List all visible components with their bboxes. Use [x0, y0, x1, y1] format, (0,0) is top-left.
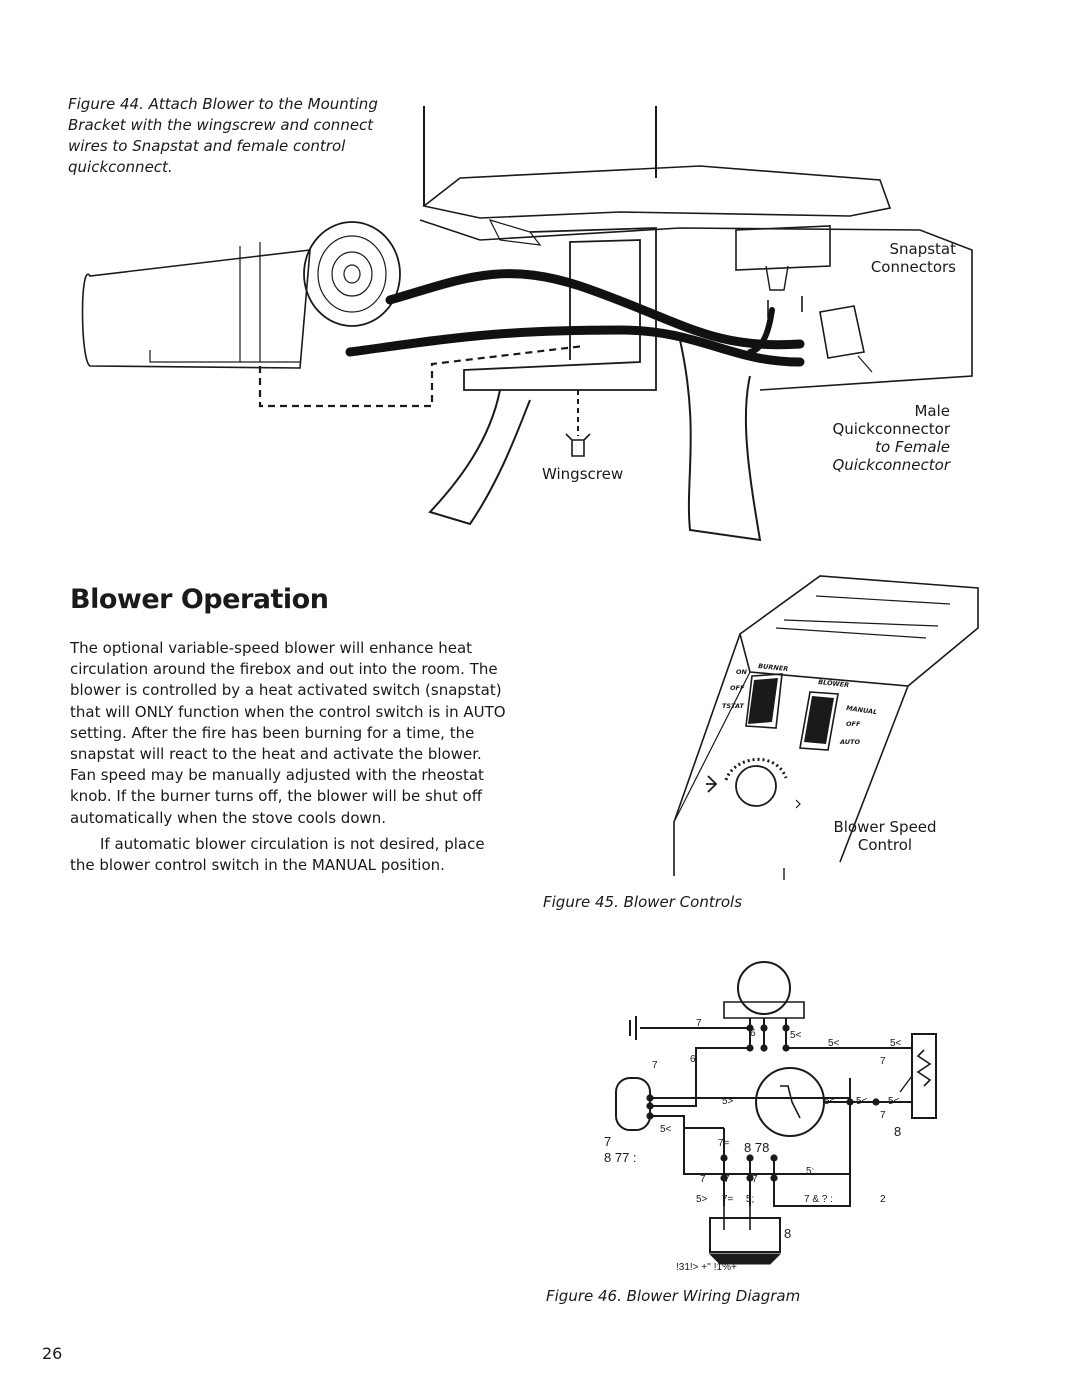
wd-label: 5>	[696, 1194, 708, 1205]
wd-label: 5<	[828, 1038, 840, 1049]
figure-45-caption: Figure 45. Blower Controls	[543, 893, 743, 911]
wd-label: 7	[880, 1056, 886, 1067]
wd-label: 6	[750, 1028, 756, 1039]
wd-label: 5<	[856, 1096, 868, 1107]
wd-label: 7	[700, 1174, 706, 1185]
wire-cord-1	[385, 269, 805, 350]
wd-label: !31!> +'' !1%+	[676, 1262, 737, 1273]
fan-icon-small	[795, 799, 801, 809]
figure-44-caption: Figure 44. Attach Blower to the Mounting…	[68, 95, 378, 176]
wd-label: 5>	[722, 1096, 734, 1107]
male-quickconnector-label: Male Quickconnector to Female Quickconne…	[832, 402, 950, 474]
knob-scale	[724, 758, 788, 781]
male-quickconnector	[819, 305, 865, 359]
blower-fan-grill	[303, 221, 401, 327]
stove-ledge	[422, 165, 892, 219]
panel-label-auto: AUTO	[839, 738, 860, 746]
wire-cord-2	[345, 325, 805, 367]
wd-label: 5;	[806, 1166, 814, 1177]
wingscrew-part	[565, 433, 591, 457]
stove-frame	[419, 219, 973, 391]
wd-label: 7=	[722, 1194, 734, 1205]
wd-label: 7 & ? :	[804, 1194, 833, 1205]
blower-switch	[799, 691, 839, 751]
snapstat-symbol	[755, 1067, 825, 1137]
motor-symbol	[737, 961, 791, 1015]
wd-label: 7	[604, 1134, 611, 1149]
blower-housing	[81, 249, 311, 369]
panel-label-burner: BURNER	[758, 662, 789, 673]
snapstat	[735, 225, 831, 271]
stove-leg-left	[428, 389, 531, 526]
section-body: The optional variable-speed blower will …	[70, 638, 506, 876]
switch-block	[709, 1217, 781, 1253]
wd-label: 8 78	[744, 1140, 769, 1155]
wd-label: 5<	[888, 1096, 900, 1107]
wd-label: 5<	[824, 1096, 836, 1107]
snapstat-connectors-label: Snapstat Connectors	[870, 240, 956, 276]
figure-44-illustration	[81, 106, 973, 542]
wd-label: 8	[784, 1226, 791, 1241]
page-number: 26	[42, 1344, 63, 1363]
paragraph-2: If automatic blower circulation is not d…	[70, 834, 485, 875]
panel-label-manual: MANUAL	[846, 704, 878, 716]
panel-label-on: ON	[736, 668, 748, 676]
wd-label: 5<	[790, 1030, 802, 1041]
stove-leg-right	[679, 339, 762, 542]
wd-label: 5<	[660, 1124, 672, 1135]
wd-label: 7	[652, 1060, 658, 1071]
panel-vents	[775, 595, 951, 639]
wingscrew-label: Wingscrew	[542, 465, 624, 483]
wd-label: 5<	[890, 1038, 902, 1049]
blower-speed-control-label: Blower Speed Control	[833, 818, 937, 854]
panel-label-tstat: TSTAT	[722, 702, 744, 710]
wd-label: 8	[894, 1124, 901, 1139]
panel-label-off: OFF	[730, 684, 745, 692]
speed-knob	[735, 765, 777, 807]
dashed-guide	[258, 344, 585, 408]
wd-label: 8 77 :	[604, 1150, 637, 1165]
wd-label: 5;	[746, 1194, 754, 1205]
panel-right-edge	[839, 685, 909, 863]
wd-label: 7	[724, 1174, 730, 1185]
mounting-bracket	[463, 227, 657, 391]
panel-left-edge	[673, 633, 741, 876]
fan-icon-large	[706, 775, 718, 793]
blower-control-panel: BURNER ON OFF TSTAT BLOWER MANUAL OFF AU…	[673, 575, 979, 880]
wd-label: 7	[752, 1174, 758, 1185]
panel-label-blower: BLOWER	[818, 678, 850, 689]
wd-label: 7	[696, 1018, 702, 1029]
paragraph-1: The optional variable-speed blower will …	[70, 639, 506, 827]
wire-left	[650, 1047, 750, 1107]
wd-label: 2	[880, 1194, 886, 1205]
blower-wiring-diagram: 7 6 5< 5< 5< 7 6 7 5> 5< 5< 5< 7 5< 7 8 …	[604, 961, 937, 1273]
section-title: Blower Operation	[70, 584, 329, 615]
plug-symbol	[615, 1077, 651, 1131]
wd-label: 6	[690, 1054, 696, 1065]
burner-switch	[745, 673, 783, 729]
panel-label-off-2: OFF	[846, 720, 861, 728]
wire-top	[640, 1018, 912, 1049]
wd-label: 7	[880, 1110, 886, 1121]
stove-body-lines	[423, 106, 657, 206]
wd-label: 7=	[718, 1138, 730, 1149]
figure-46-caption: Figure 46. Blower Wiring Diagram	[546, 1287, 801, 1305]
